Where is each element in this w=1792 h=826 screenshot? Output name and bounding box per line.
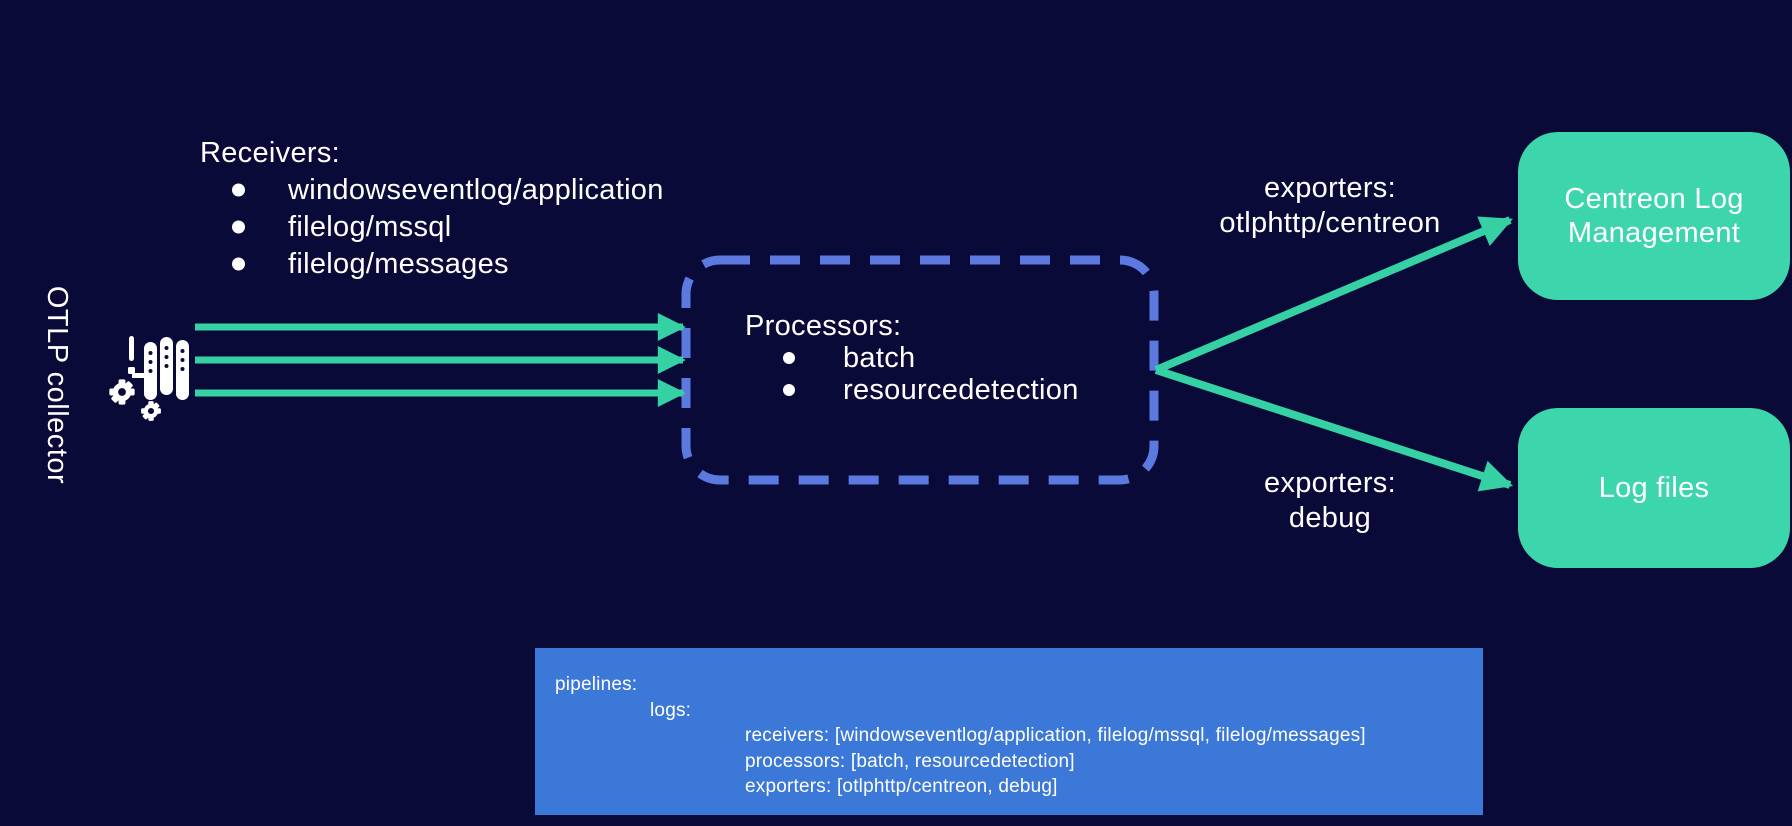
processor-item: resourcedetection [745,375,1125,405]
bullet-icon [783,352,795,364]
receivers-block: Receivers: windowseventlog/application f… [200,138,720,279]
receiver-item: windowseventlog/application [200,175,720,205]
pipeline-config-box: pipelines: logs: receivers: [windowseven… [535,648,1483,815]
exporter-label-centreon: exporters: otlphttp/centreon [1210,171,1450,241]
config-line: receivers: [windowseventlog/application,… [745,725,1366,746]
destination-label-line: Log files [1598,472,1710,504]
destination-box-logfiles: Log files [1518,408,1790,568]
processors-title: Processors: [745,310,902,342]
exporter-label-debug: exporters: debug [1210,466,1450,536]
exporter-label-title: exporters: [1264,467,1396,499]
receiver-item: filelog/mssql [200,212,720,242]
collector-vertical-label: OTLP collector [41,285,73,485]
processor-item: batch [745,343,1125,373]
destination-box-centreon: Centreon Log Management [1518,132,1790,300]
destination-label-line: Management [1567,217,1741,249]
destination-label-line: Centreon Log [1564,183,1744,215]
receiver-item-label: filelog/mssql [288,211,452,243]
config-line: pipelines: [555,674,638,695]
receiver-item-label: windowseventlog/application [288,174,664,206]
gear-icon [109,379,135,405]
bullet-icon [783,384,795,396]
config-line: processors: [batch, resourcedetection] [745,750,1075,772]
bullet-icon [232,220,245,234]
config-line: exporters: [otlphttp/centreon, debug] [745,776,1058,797]
receiver-item-label: filelog/messages [288,248,509,280]
bullet-icon [232,257,245,271]
bullet-icon [232,183,245,197]
exporter-flow-arrow-centreon [1154,216,1513,374]
config-line: logs: [650,699,692,721]
processors-block: Processors: batch resourcedetection [745,311,1125,405]
log-stack-dots [148,346,185,373]
exporter-label-name: debug [1288,502,1372,534]
receiver-item: filelog/messages [200,249,720,279]
processor-item-label: resourcedetection [843,374,1079,406]
exclamation-mark [128,336,146,378]
log-collector-icon [109,336,189,421]
processor-item-label: batch [843,342,916,374]
receivers-title: Receivers: [200,137,340,169]
exporter-label-name: otlphttp/centreon [1219,207,1441,239]
exporter-label-title: exporters: [1264,172,1396,204]
gear-icon [141,401,161,421]
